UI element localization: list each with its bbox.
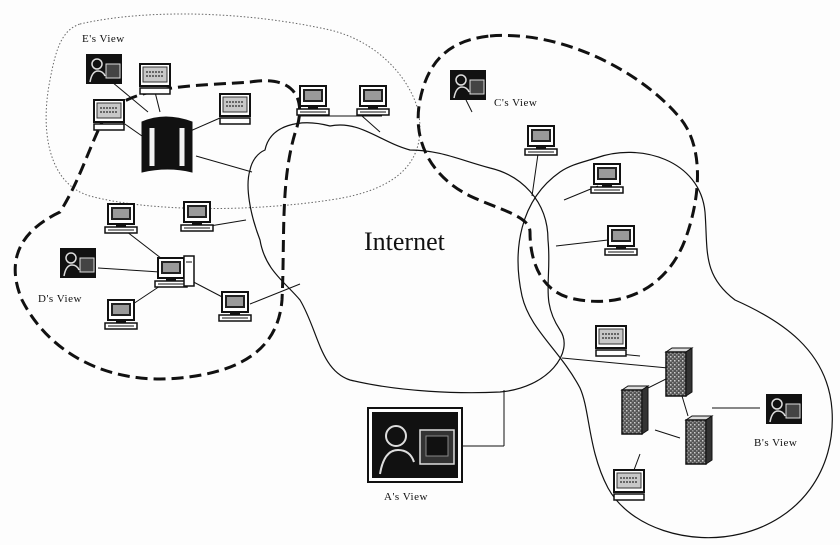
- a-view-person-icon: [367, 407, 463, 483]
- b-server-icon-3: [685, 415, 713, 465]
- e-workstation-icon-3: [219, 93, 251, 125]
- lan-pc-icon-2: [356, 85, 390, 116]
- d-view-label: D's View: [38, 293, 82, 305]
- d-view-person-icon: [59, 247, 97, 279]
- c-view-person-icon: [449, 69, 487, 101]
- b-view-person-icon: [765, 393, 803, 425]
- lan-pc-icon-1: [296, 85, 330, 116]
- a-view-label: A's View: [384, 491, 428, 503]
- d-pc-icon-2: [180, 201, 214, 232]
- c-pc-icon-2: [590, 163, 624, 194]
- gateway-book-icon: [141, 116, 193, 173]
- c-pc-icon-1: [524, 125, 558, 156]
- c-view-region: [416, 33, 699, 303]
- internet-label: Internet: [364, 227, 446, 256]
- d-pc-icon-3: [104, 299, 138, 330]
- e-workstation-icon-1: [139, 63, 171, 95]
- d-pc-icon-4: [218, 291, 252, 322]
- b-pc-icon-2: [613, 469, 645, 501]
- e-workstation-icon-2: [93, 99, 125, 131]
- c-pc-icon-3: [604, 225, 638, 256]
- d-pc-icon-1: [104, 203, 138, 234]
- e-view-person-icon: [85, 53, 123, 85]
- internet-cloud: [247, 122, 565, 394]
- c-view-label: C's View: [494, 97, 537, 109]
- d-hub-workstation-icon: [154, 255, 195, 288]
- b-server-icon-1: [665, 347, 693, 397]
- b-server-icon-2: [621, 385, 649, 435]
- b-view-label: B's View: [754, 437, 797, 449]
- b-pc-icon-1: [595, 325, 627, 357]
- d-view-region: [13, 79, 302, 381]
- e-view-label: E's View: [82, 33, 125, 45]
- b-view-region: [517, 151, 833, 539]
